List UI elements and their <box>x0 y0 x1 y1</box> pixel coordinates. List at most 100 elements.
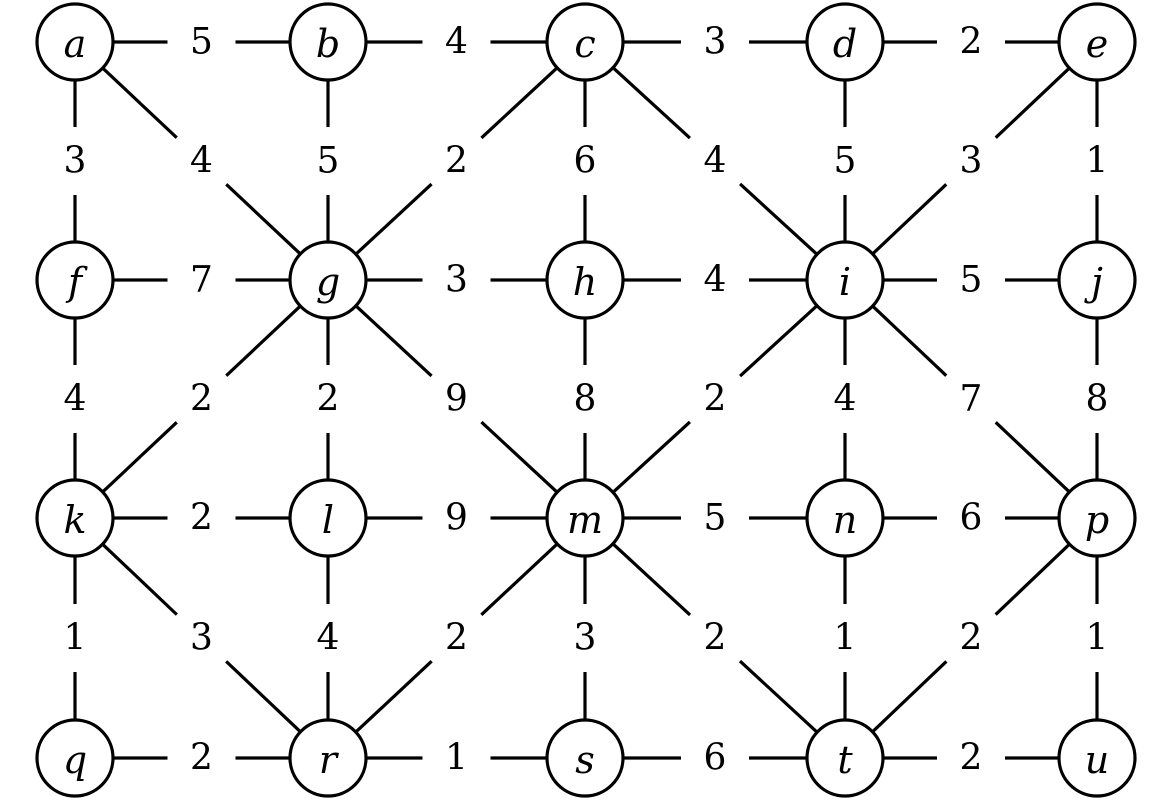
node-circle-j <box>1057 240 1137 320</box>
node-label-s: s <box>575 738 595 782</box>
node-label-l: l <box>322 498 334 542</box>
node-label-p: p <box>1085 498 1109 542</box>
node-f: f <box>35 240 115 320</box>
node-label-r: r <box>319 738 340 782</box>
edge-i-p <box>871 304 948 377</box>
edge-weight-m-r: 2 <box>445 618 468 659</box>
edge-i-p <box>994 421 1071 494</box>
edge-weight-b-c: 4 <box>445 22 468 63</box>
edge-weight-d-i: 5 <box>834 141 857 182</box>
edge-weight-c-d: 3 <box>704 22 727 63</box>
node-label-n: n <box>833 498 857 542</box>
edge-weight-p-t: 2 <box>960 618 983 659</box>
edge-weight-h-m: 8 <box>574 379 597 420</box>
node-label-t: t <box>837 738 853 782</box>
edge-e-i <box>871 183 948 256</box>
edge-m-r <box>354 660 433 734</box>
edge-g-m <box>354 304 433 378</box>
node-circle-i <box>805 240 885 320</box>
node-circle-m <box>545 478 625 558</box>
node-m: m <box>545 478 625 558</box>
edge-c-g <box>480 66 559 140</box>
edge-g-k <box>225 304 302 377</box>
edge-weight-c-g: 2 <box>445 141 468 182</box>
node-g: g <box>288 240 368 320</box>
node-circle-b <box>288 2 368 82</box>
node-a: a <box>35 2 115 82</box>
edge-weight-c-h: 6 <box>574 141 597 182</box>
edge-weight-f-g: 7 <box>190 260 213 301</box>
node-p: p <box>1057 478 1137 558</box>
edge-weight-j-p: 8 <box>1086 379 1109 420</box>
edge-weight-h-i: 4 <box>704 260 727 301</box>
edges-layer <box>73 40 1099 760</box>
edge-weight-k-q: 1 <box>64 618 87 659</box>
edge-weight-g-k: 2 <box>190 379 213 420</box>
node-e: e <box>1057 2 1137 82</box>
edge-weight-n-p: 6 <box>960 498 983 539</box>
node-label-c: c <box>574 22 595 66</box>
node-label-g: g <box>316 260 340 304</box>
node-circle-d <box>805 2 885 82</box>
edge-i-m <box>611 420 692 494</box>
node-circle-f <box>35 240 115 320</box>
edge-a-g <box>101 66 178 139</box>
node-c: c <box>545 2 625 82</box>
node-k: k <box>35 478 115 558</box>
node-b: b <box>288 2 368 82</box>
edge-weight-g-l: 2 <box>317 379 340 420</box>
node-circle-u <box>1057 718 1137 798</box>
edge-weight-c-i: 4 <box>704 141 727 182</box>
node-l: l <box>288 478 368 558</box>
edge-weight-b-g: 5 <box>317 141 340 182</box>
nodes-layer: a b c d e f g h i j k l m n p q r s t u <box>35 2 1137 798</box>
node-u: u <box>1057 718 1137 798</box>
edge-weight-r-s: 1 <box>445 738 468 779</box>
edge-k-r <box>101 542 178 616</box>
node-r: r <box>288 718 368 798</box>
edge-weight-m-s: 3 <box>574 618 597 659</box>
edge-weight-k-r: 3 <box>190 618 213 659</box>
edge-weight-f-k: 4 <box>64 379 87 420</box>
edge-weight-m-n: 5 <box>704 498 727 539</box>
node-label-e: e <box>1086 22 1109 66</box>
edge-weight-e-i: 3 <box>960 141 983 182</box>
edge-weight-l-r: 4 <box>317 618 340 659</box>
node-label-h: h <box>573 260 597 304</box>
edge-weight-d-e: 2 <box>960 22 983 63</box>
edge-weight-s-t: 6 <box>704 738 727 779</box>
node-q: q <box>35 718 115 798</box>
edge-i-m <box>738 304 819 378</box>
edge-weight-e-j: 1 <box>1086 141 1109 182</box>
edge-weight-a-b: 5 <box>190 22 213 63</box>
edge-g-m <box>480 420 559 494</box>
edge-weight-a-g: 4 <box>190 141 213 182</box>
edge-m-r <box>480 542 559 616</box>
edge-weight-g-h: 3 <box>445 260 468 301</box>
edge-c-g <box>354 182 433 256</box>
node-n: n <box>805 478 885 558</box>
edge-weight-q-r: 2 <box>190 738 213 779</box>
node-circle-e <box>1057 2 1137 82</box>
node-label-d: d <box>833 22 857 66</box>
edge-weight-a-f: 3 <box>64 141 87 182</box>
node-h: h <box>545 240 625 320</box>
edge-p-t <box>994 543 1071 616</box>
edge-weight-i-n: 4 <box>834 379 857 420</box>
edge-weight-m-t: 2 <box>704 618 727 659</box>
node-label-b: b <box>316 22 340 66</box>
edge-m-t <box>611 542 692 617</box>
node-label-u: u <box>1085 738 1109 782</box>
node-circle-g <box>288 240 368 320</box>
node-label-m: m <box>567 498 603 542</box>
node-s: s <box>545 718 625 798</box>
edge-weight-i-p: 7 <box>960 379 983 420</box>
node-d: d <box>805 2 885 82</box>
node-j: j <box>1057 240 1137 320</box>
node-label-k: k <box>63 498 86 542</box>
edge-weight-p-u: 1 <box>1086 618 1109 659</box>
edge-a-g <box>225 183 302 256</box>
node-label-i: i <box>839 260 851 304</box>
